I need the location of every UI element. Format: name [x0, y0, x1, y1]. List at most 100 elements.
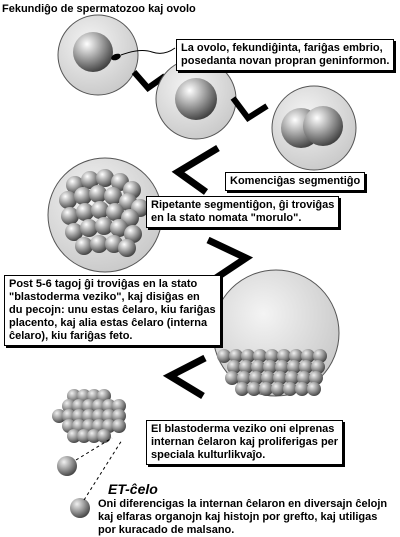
cell	[237, 371, 251, 385]
caption-line: El blastoderma veziko oni elprenas	[151, 423, 335, 435]
cell	[112, 399, 126, 413]
cell	[277, 349, 291, 363]
cell	[102, 409, 116, 423]
caption-line: en la stato nomata "morulo".	[151, 212, 302, 224]
cell	[263, 360, 277, 374]
cell	[112, 409, 126, 423]
sperm-head-icon	[111, 53, 121, 61]
blastocyst	[212, 269, 340, 397]
page-title: Fekundiĝo de spermatozoo kaj ovolo	[2, 3, 196, 15]
caption-blastoderm: Post 5-6 tagoj ĝi troviĝas en la stato "…	[4, 275, 221, 346]
cell	[59, 191, 77, 209]
caption-line: speciala kulturlikvaĵo.	[151, 449, 266, 461]
cell	[77, 429, 91, 443]
cell	[247, 382, 261, 396]
cell	[235, 382, 249, 396]
description-line: kaj elfaras organojn kaj histojn por gre…	[98, 511, 378, 523]
cell	[287, 360, 301, 374]
description-line: por kuracado de malsano.	[98, 524, 235, 536]
sperm-tail-icon	[120, 47, 176, 56]
cell	[261, 371, 275, 385]
es-cell	[70, 498, 90, 518]
cell	[89, 185, 107, 203]
cell	[104, 187, 122, 205]
cell	[301, 349, 315, 363]
cell	[87, 429, 101, 443]
cell	[92, 399, 106, 413]
cell	[241, 349, 255, 363]
cell	[110, 219, 128, 237]
cell	[271, 382, 285, 396]
caption-line: placento, kaj alia estas ĉelaro (interna	[9, 317, 208, 329]
caption-line: Ripetante segmentiĝon, ĝi troviĝas	[151, 199, 335, 211]
arrow-icon	[162, 354, 207, 399]
caption-line: internan ĉelaron kaj proliferigas per	[151, 436, 339, 448]
cell	[313, 349, 327, 363]
cell	[65, 223, 83, 241]
cell	[225, 371, 239, 385]
description-line: Oni diferencigas la internan ĉelaron en …	[98, 498, 388, 510]
cell	[273, 371, 287, 385]
cell	[259, 382, 273, 396]
cell	[62, 409, 76, 423]
cell	[67, 429, 81, 443]
cell	[239, 360, 253, 374]
cell	[297, 371, 311, 385]
cell	[265, 349, 279, 363]
cell	[74, 187, 92, 205]
cell	[106, 203, 124, 221]
cell	[251, 360, 265, 374]
cell	[311, 360, 325, 374]
caption-line: du pecojn: unu estas ĉelaro, kiu fariĝas	[9, 304, 216, 316]
caption-morula: Ripetante segmentiĝon, ĝi troviĝas en la…	[146, 196, 340, 228]
arrow-icon	[206, 236, 254, 283]
cell	[92, 409, 106, 423]
arrow-icon	[230, 96, 269, 123]
cell	[283, 382, 297, 396]
cell	[52, 409, 66, 423]
caption-line: Post 5-6 tagoj ĝi troviĝas en la stato	[9, 278, 198, 290]
cell	[102, 399, 116, 413]
cell	[249, 371, 263, 385]
cell	[80, 219, 98, 237]
caption-culture: El blastoderma veziko oni elprenas inter…	[146, 420, 344, 465]
zygote	[155, 58, 237, 140]
fertilized-egg	[57, 14, 176, 96]
cell	[72, 399, 86, 413]
caption-line: ĉelaro), kiu fariĝas feto.	[9, 330, 133, 342]
cell	[285, 371, 299, 385]
caption-segmentation: Komenciĝas segmentiĝo	[225, 172, 366, 191]
arrow-icon	[131, 70, 167, 93]
es-cell	[57, 456, 77, 476]
cell	[295, 382, 309, 396]
caption-line: Komenciĝas segmentiĝo	[230, 175, 361, 187]
cell	[81, 171, 99, 189]
cell	[253, 349, 267, 363]
cell	[299, 360, 313, 374]
cell	[227, 360, 241, 374]
cell	[275, 360, 289, 374]
cell	[61, 207, 79, 225]
et-cell-description: Oni diferencigas la internan ĉelaron en …	[98, 498, 387, 537]
cell	[229, 349, 243, 363]
caption-fertilized: La ovolo, fekundiĝinta, fariĝas embrio, …	[176, 39, 395, 71]
cell	[90, 235, 108, 253]
cell	[289, 349, 303, 363]
cell	[62, 399, 76, 413]
cell	[82, 409, 96, 423]
cell	[75, 237, 93, 255]
cell	[97, 429, 111, 443]
cell	[76, 203, 94, 221]
cell	[307, 382, 321, 396]
cell	[95, 217, 113, 235]
caption-line: La ovolo, fekundiĝinta, fariĝas embrio,	[181, 42, 383, 54]
morula	[47, 157, 163, 273]
cell	[72, 409, 86, 423]
caption-line: "blastoderma veziko", kaj disiĝas en	[9, 291, 200, 303]
two-cell-embryo	[271, 85, 357, 171]
caption-line: posedanta novan propran geninformon.	[181, 55, 390, 67]
arrow-icon	[171, 144, 220, 195]
cell	[91, 201, 109, 219]
cell	[309, 371, 323, 385]
